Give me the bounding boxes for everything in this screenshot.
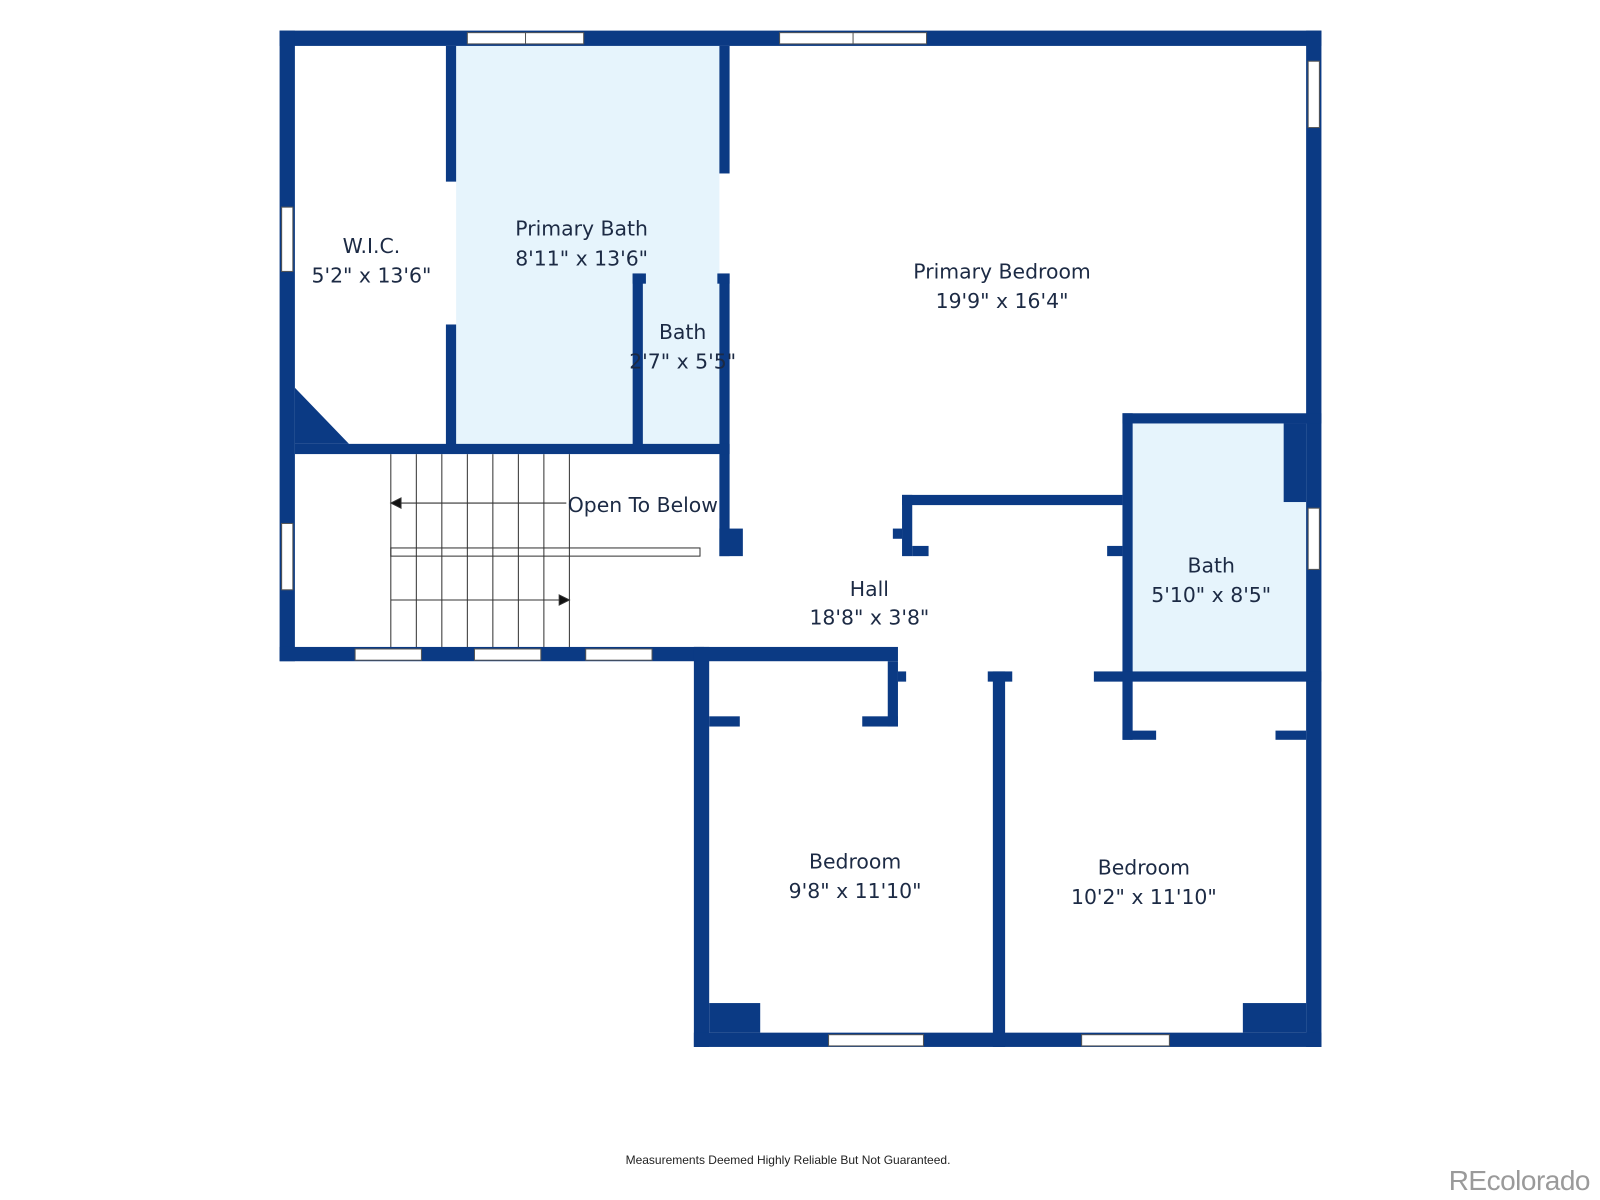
- room-name-open-to-below: Open To Below: [568, 493, 718, 517]
- room-name-bath: Bath: [1188, 553, 1235, 577]
- measurement-disclaimer: Measurements Deemed Highly Reliable But …: [625, 1153, 951, 1167]
- room-size-bedroom-2: 10'2" x 11'10": [1071, 885, 1217, 909]
- wet-room-fills: [456, 45, 1307, 672]
- room-name-primary-bath: Primary Bath: [515, 217, 648, 241]
- room-name-wic: W.I.C.: [343, 234, 401, 258]
- recolorado-logo: REcolorado: [1448, 1165, 1591, 1196]
- room-size-primary-bath: 8'11" x 13'6": [515, 246, 648, 270]
- staircase: [389, 454, 701, 647]
- room-name-bedroom-2: Bedroom: [1098, 855, 1190, 879]
- room-name-hall: Hall: [850, 577, 889, 601]
- windows: [281, 32, 1320, 1047]
- room-size-hall: 18'8" x 3'8": [809, 605, 929, 629]
- room-labels: W.I.C. 5'2" x 13'6" Primary Bath 8'11" x…: [311, 217, 1271, 909]
- room-size-small-bath: 2'7" x 5'5": [629, 349, 736, 373]
- room-size-primary-bedroom: 19'9" x 16'4": [936, 289, 1069, 313]
- room-name-small-bath: Bath: [659, 320, 706, 344]
- room-size-bedroom-1: 9'8" x 11'10": [789, 879, 922, 903]
- room-name-bedroom-1: Bedroom: [809, 849, 901, 873]
- room-size-bath: 5'10" x 8'5": [1151, 583, 1271, 607]
- room-name-primary-bedroom: Primary Bedroom: [913, 260, 1091, 284]
- room-size-wic: 5'2" x 13'6": [311, 264, 431, 288]
